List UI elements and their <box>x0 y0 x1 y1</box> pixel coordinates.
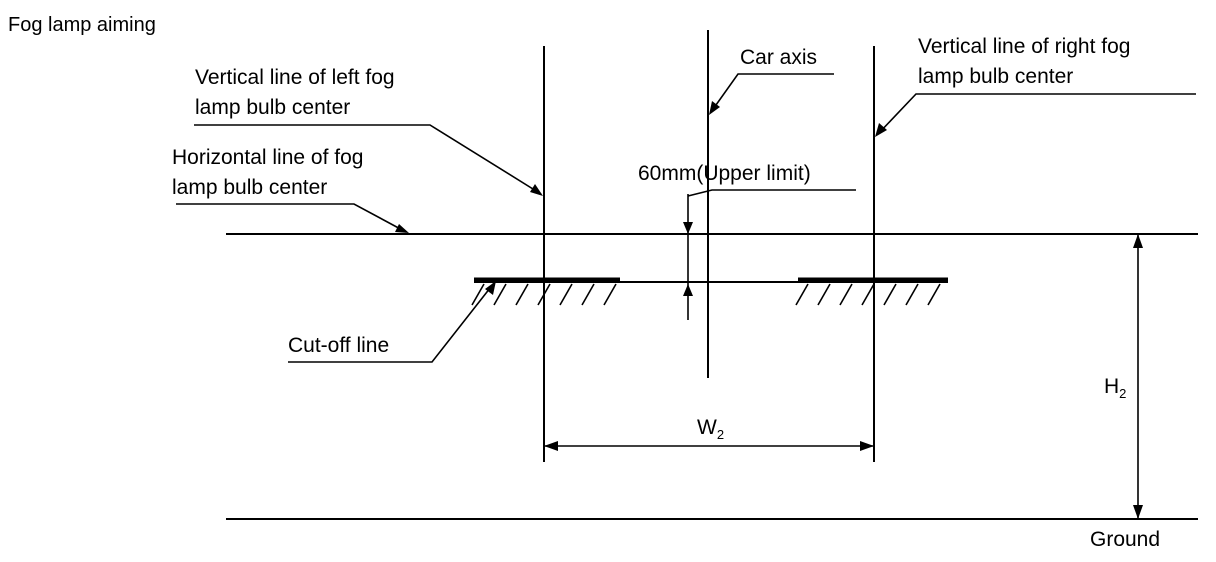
upper-limit-leader <box>687 189 856 197</box>
left-vertical-label-line1: Vertical line of left fog <box>195 66 395 89</box>
ground-label: Ground <box>1090 528 1160 551</box>
width-arrow-left <box>544 441 558 451</box>
cutoff-hatch-left <box>471 283 617 306</box>
horizontal-leader <box>176 203 407 233</box>
cutoff-hatch-right <box>795 283 941 306</box>
horizontal-label-line1: Horizontal line of fog <box>172 146 363 169</box>
car-axis-label: Car axis <box>740 46 817 69</box>
left-vertical-leader-arrow <box>530 184 543 196</box>
cutoff-leader-arrow <box>485 281 496 295</box>
cutoff-label: Cut-off line <box>288 334 389 357</box>
width-label: W2 <box>697 416 724 442</box>
left-vertical-label-line2: lamp bulb center <box>195 96 350 119</box>
left-vertical-leader <box>194 124 542 195</box>
right-vertical-leader <box>877 93 1196 135</box>
upper-limit-arrow-down <box>683 222 693 234</box>
right-vertical-label-line2: lamp bulb center <box>918 65 1073 88</box>
horizontal-leader-arrow <box>395 224 409 233</box>
cutoff-leader <box>288 282 495 363</box>
right-vertical-leader-arrow <box>875 123 887 137</box>
height-arrow-up <box>1133 234 1143 248</box>
upper-limit-label: 60mm(Upper limit) <box>638 162 811 185</box>
width-arrow-right <box>860 441 874 451</box>
diagram-title: Fog lamp aiming <box>8 14 156 36</box>
car-axis-leader-arrow <box>709 101 720 115</box>
car-axis-leader <box>710 73 834 113</box>
horizontal-label-line2: lamp bulb center <box>172 176 327 199</box>
height-arrow-down <box>1133 505 1143 519</box>
height-label: H2 <box>1104 375 1126 401</box>
right-vertical-label-line1: Vertical line of right fog <box>918 35 1130 58</box>
upper-limit-arrow-up <box>683 284 693 296</box>
